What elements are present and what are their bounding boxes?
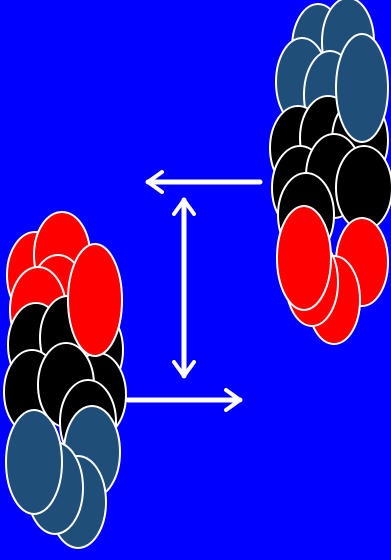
slate-ellipse <box>5 409 63 515</box>
right-red-layer <box>276 205 389 345</box>
arrows <box>125 170 263 412</box>
right-slate-front <box>335 33 389 143</box>
left-slate-layer <box>5 405 121 549</box>
right-cluster <box>269 0 391 345</box>
red-ellipse <box>276 205 332 311</box>
left-cluster <box>3 211 127 549</box>
slate-ellipse <box>335 33 389 143</box>
red-ellipse <box>67 243 123 357</box>
left-red-front <box>67 243 123 357</box>
